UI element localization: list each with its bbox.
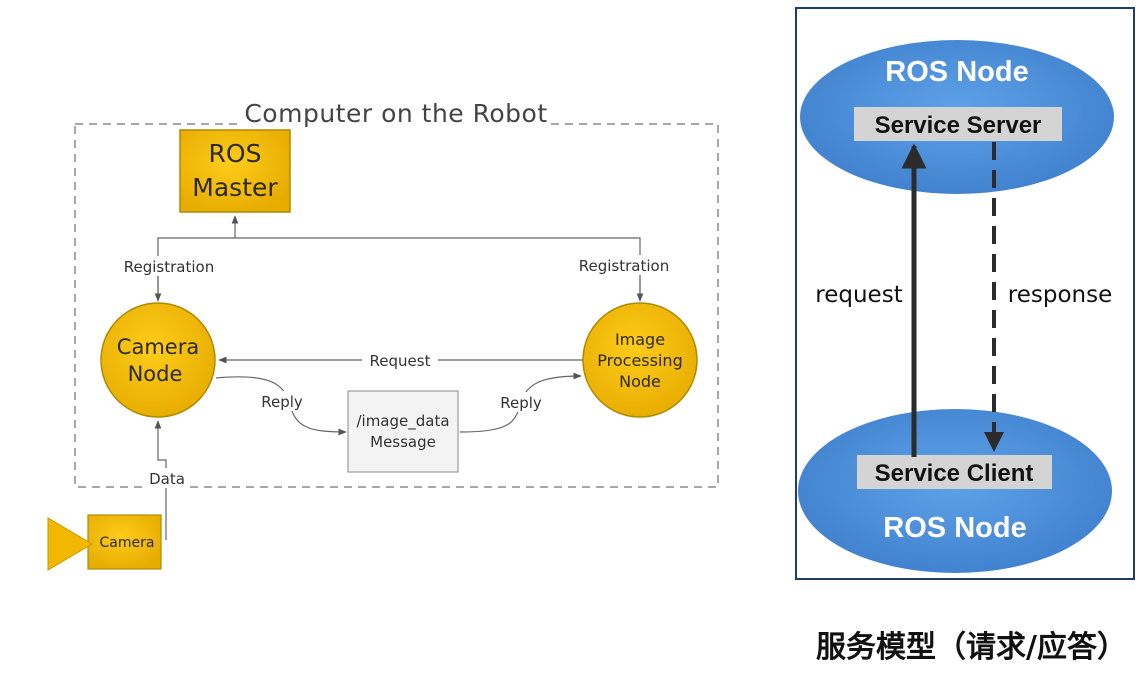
registration-label-left: Registration <box>124 258 214 276</box>
ros-topic-diagram: Computer on the Robot ROS Master Registr… <box>47 99 719 571</box>
play-icon <box>47 517 93 571</box>
registration-connector <box>157 237 641 298</box>
ros-service-diagram: ROS Node Service Server Service Client R… <box>795 7 1135 580</box>
ros-master-box <box>179 129 291 213</box>
registration-label-right: Registration <box>579 257 669 275</box>
service-model-caption: 服务模型（请求/应答） <box>816 630 1127 665</box>
image-processing-label-line2: Processing <box>597 351 682 370</box>
frame-title: Computer on the Robot <box>244 99 547 128</box>
ros-node-bottom-ellipse <box>798 409 1112 573</box>
image-processing-label-line3: Node <box>619 372 661 391</box>
ros-node-bottom-label: ROS Node <box>883 512 1026 544</box>
ros-node-top-label: ROS Node <box>885 56 1028 88</box>
data-label: Data <box>149 470 185 488</box>
image-data-message-box <box>347 390 459 473</box>
reply-label-right: Reply <box>500 394 542 412</box>
image-processing-label-line1: Image <box>615 330 665 349</box>
service-client-label: Service Client <box>875 460 1034 487</box>
camera-node-circle <box>100 302 216 418</box>
response-service-label: response <box>1008 282 1112 308</box>
service-server-box <box>854 107 1062 141</box>
camera-node-label-line1: Camera <box>117 335 199 359</box>
ros-master-label-line1: ROS <box>209 139 262 168</box>
request-service-label: request <box>815 282 902 308</box>
service-client-box <box>857 455 1052 489</box>
data-arrow <box>154 420 167 540</box>
message-box-line2: Message <box>370 433 436 451</box>
camera-label: Camera <box>100 535 155 551</box>
request-label: Request <box>370 352 431 370</box>
camera-node-label-line2: Node <box>128 362 183 386</box>
reply-label-left: Reply <box>261 393 303 411</box>
ros-master-label-line2: Master <box>192 173 278 202</box>
service-server-label: Service Server <box>875 112 1042 139</box>
message-box-line1: /image_data <box>356 412 449 431</box>
